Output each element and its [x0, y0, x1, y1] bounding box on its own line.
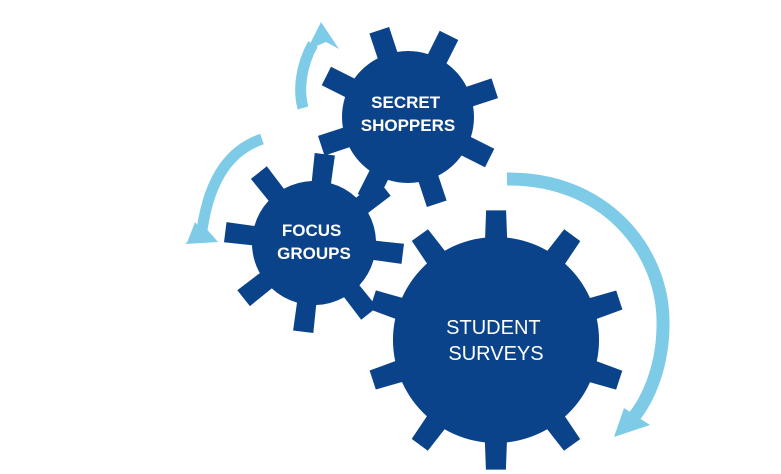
student-surveys-line-1: STUDENT	[446, 317, 540, 339]
arrow-left	[185, 133, 264, 244]
secret-shoppers-label: SECRET SHOPPERS	[361, 93, 455, 135]
focus-groups-line-2: GROUPS	[277, 244, 351, 263]
student-surveys-label: STUDENT SURVEYS	[446, 317, 546, 365]
gear-student-surveys	[369, 210, 623, 470]
arrow-right-head	[614, 408, 650, 437]
secret-shoppers-line-1: SECRET	[371, 93, 441, 112]
gear-focus-groups	[224, 153, 404, 333]
arrow-left-shaft	[196, 133, 264, 231]
arrow-top-shaft	[295, 41, 318, 110]
secret-shoppers-line-2: SHOPPERS	[361, 116, 455, 135]
student-surveys-line-2: SURVEYS	[448, 343, 543, 365]
focus-groups-line-1: FOCUS	[282, 221, 342, 240]
arrow-top	[295, 22, 339, 110]
focus-groups-label: FOCUS GROUPS	[277, 221, 351, 263]
arrow-right	[506, 172, 670, 437]
arrow-top-head	[307, 22, 339, 50]
gear-secret-shoppers	[318, 27, 498, 207]
arrow-right-shaft	[506, 172, 670, 423]
